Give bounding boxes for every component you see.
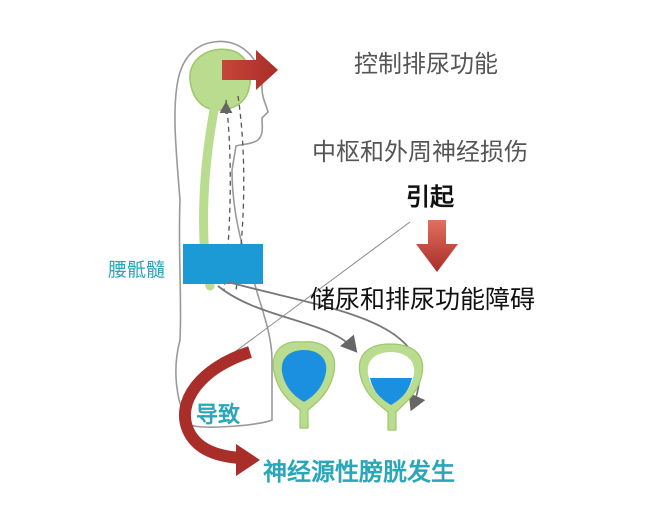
brain-output-arrow-icon: [222, 50, 278, 90]
label-lumbosacral: 腰骶髓: [108, 259, 166, 281]
bladder-partial: [358, 343, 424, 431]
label-result: 神经源性膀胱发生: [263, 458, 455, 486]
curved-result-arrow: [178, 346, 252, 464]
nerve-curve-left-bladder: [217, 285, 358, 353]
label-cause: 引起: [406, 183, 454, 211]
curved-result-arrow-head-icon: [236, 444, 260, 476]
down-arrow-icon: [416, 220, 458, 272]
label-dysfunction: 储尿和排尿功能障碍: [310, 285, 536, 314]
bladder-full: [272, 341, 336, 429]
label-nerve-injury: 中枢和外周神经损伤: [312, 138, 528, 166]
body-outline: [174, 40, 273, 428]
label-control-urination: 控制排尿功能: [354, 50, 498, 78]
lumbosacral-band: [183, 244, 263, 284]
label-leads-to: 导致: [196, 403, 241, 428]
nerve-path-efferent: [235, 95, 245, 291]
pointer-line: [231, 221, 411, 355]
